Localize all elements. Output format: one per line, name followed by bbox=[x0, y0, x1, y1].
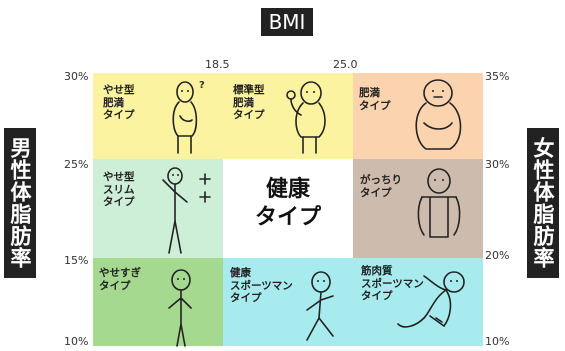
bmi-tick-25-0: 25.0 bbox=[333, 58, 358, 71]
label-solid-build: がっちり タイプ bbox=[360, 174, 402, 199]
thin-obese-figure-icon bbox=[172, 81, 198, 154]
cell-healthy-sportsman bbox=[223, 258, 353, 346]
too-thin-figure-icon bbox=[168, 269, 192, 347]
female-tick-20: 20% bbox=[485, 249, 510, 262]
male-body-fat-axis-title: 男性体脂肪率 bbox=[4, 128, 36, 278]
label-healthy: 健康 タイプ bbox=[254, 177, 321, 230]
muscular-sportsman-figure-icon bbox=[397, 271, 465, 328]
male-tick-30: 30% bbox=[64, 70, 89, 83]
thin-slim-figure-icon bbox=[162, 167, 188, 254]
healthy-sportsman-figure-icon bbox=[306, 271, 334, 341]
male-tick-15: 15% bbox=[64, 254, 89, 267]
cell-thin-obese bbox=[93, 73, 223, 159]
sparkle-icon bbox=[199, 173, 211, 203]
solid-build-figure-icon bbox=[417, 168, 461, 238]
obese-figure-icon bbox=[415, 79, 462, 150]
female-tick-30: 30% bbox=[485, 158, 510, 171]
label-too-thin: やせすぎ タイプ bbox=[99, 267, 141, 292]
label-thin-slim: やせ型 スリム タイプ bbox=[103, 171, 135, 208]
cell-too-thin bbox=[93, 258, 223, 346]
cell-muscular-sportsman bbox=[353, 258, 483, 346]
label-thin-obese: やせ型 肥満 タイプ bbox=[103, 84, 135, 121]
label-obese: 肥満 タイプ bbox=[359, 87, 391, 112]
standard-obese-figure-icon bbox=[286, 81, 326, 154]
bmi-title: BMI bbox=[261, 8, 313, 36]
cell-standard-obese bbox=[223, 73, 353, 159]
male-tick-25: 25% bbox=[64, 158, 89, 171]
bmi-tick-18-5: 18.5 bbox=[205, 58, 230, 71]
label-healthy-sportsman: 健康 スポーツマン タイプ bbox=[230, 267, 293, 304]
cell-thin-slim bbox=[93, 159, 223, 258]
cell-healthy bbox=[223, 159, 353, 258]
female-body-fat-axis-title: 女性体脂肪率 bbox=[527, 128, 559, 278]
question-mark: ? bbox=[199, 80, 205, 91]
female-tick-10: 10% bbox=[485, 335, 510, 348]
label-standard-obese: 標準型 肥満 タイプ bbox=[233, 84, 265, 121]
male-tick-10: 10% bbox=[64, 335, 89, 348]
female-tick-35: 35% bbox=[485, 70, 510, 83]
label-muscular-sportsman: 筋肉質 スポーツマン タイプ bbox=[361, 265, 424, 302]
